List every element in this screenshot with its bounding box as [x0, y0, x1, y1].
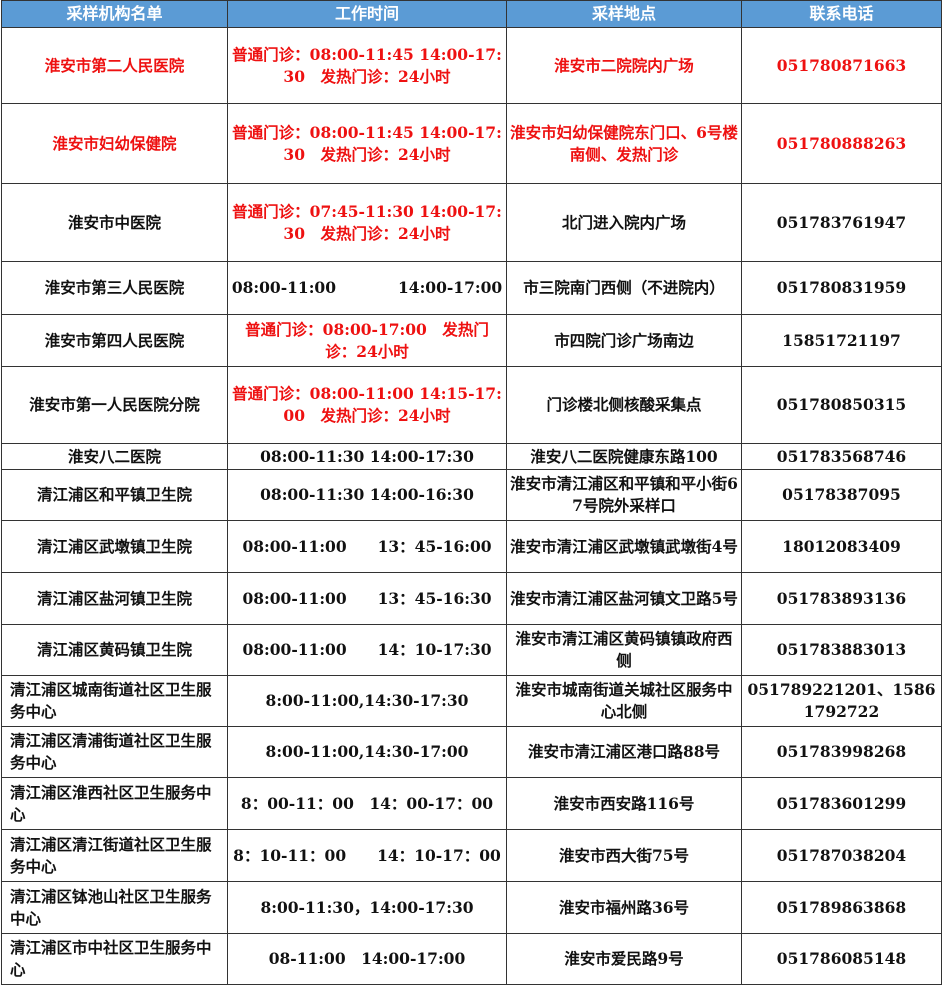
sampling-location: 淮安市妇幼保健院东门口、6号楼南侧、发热门诊	[506, 103, 742, 184]
contact-phone: 051780871663	[741, 27, 942, 104]
table-row: 淮安八二医院 08:00-11:30 14:00-17:30 淮安八二医院健康东…	[1, 443, 942, 470]
working-hours: 08:00-11:00 14：10-17:30	[227, 624, 507, 676]
table-row: 清江浦区和平镇卫生院 08:00-11:30 14:00-16:30 淮安市清江…	[1, 469, 942, 521]
header-location: 采样地点	[506, 0, 742, 28]
contact-phone: 051780888263	[741, 103, 942, 184]
working-hours: 普通门诊：07:45-11:30 14:00-17:30 发热门诊：24小时	[227, 183, 507, 262]
institution-name: 清江浦区清江街道社区卫生服务中心	[1, 829, 228, 882]
contact-phone: 051786085148	[741, 933, 942, 985]
institution-name: 淮安市第三人民医院	[1, 261, 228, 315]
institution-name: 淮安市中医院	[1, 183, 228, 262]
table-row: 淮安市第三人民医院 08:00-11:00 14:00-17:00 市三院南门西…	[1, 261, 942, 315]
contact-phone: 051789863868	[741, 881, 942, 934]
sampling-location: 淮安市二院院内广场	[506, 27, 742, 104]
working-hours: 08-11:00 14:00-17:00	[227, 933, 507, 985]
table-row: 清江浦区市中社区卫生服务中心 08-11:00 14:00-17:00 淮安市爱…	[1, 933, 942, 985]
working-hours: 8：10-11：00 14：10-17：00	[227, 829, 507, 882]
sampling-location: 市四院门诊广场南边	[506, 314, 742, 367]
institution-name: 清江浦区市中社区卫生服务中心	[1, 933, 228, 985]
table-row: 淮安市第二人民医院 普通门诊：08:00-11:45 14:00-17:30 发…	[1, 27, 942, 104]
institution-name: 淮安市第二人民医院	[1, 27, 228, 104]
working-hours: 08:00-11:00 14:00-17:00	[227, 261, 507, 315]
sampling-location: 淮安市清江浦区盐河镇文卫路5号	[506, 572, 742, 625]
sampling-location: 淮安八二医院健康东路100	[506, 443, 742, 470]
working-hours: 普通门诊：08:00-11:45 14:00-17:30 发热门诊：24小时	[227, 27, 507, 104]
institution-name: 清江浦区盐河镇卫生院	[1, 572, 228, 625]
table-row: 清江浦区清江街道社区卫生服务中心 8：10-11：00 14：10-17：00 …	[1, 829, 942, 882]
sampling-location: 淮安市西大街75号	[506, 829, 742, 882]
institution-name: 清江浦区钵池山社区卫生服务中心	[1, 881, 228, 934]
contact-phone: 051780850315	[741, 366, 942, 444]
table-row: 清江浦区黄码镇卫生院 08:00-11:00 14：10-17:30 淮安市清江…	[1, 624, 942, 676]
sampling-location: 淮安市爱民路9号	[506, 933, 742, 985]
institution-name: 淮安市妇幼保健院	[1, 103, 228, 184]
sampling-location: 淮安市福州路36号	[506, 881, 742, 934]
header-phone: 联系电话	[741, 0, 942, 28]
contact-phone: 051787038204	[741, 829, 942, 882]
contact-phone: 051783893136	[741, 572, 942, 625]
header-hours: 工作时间	[227, 0, 507, 28]
working-hours: 08:00-11:30 14:00-17:30	[227, 443, 507, 470]
contact-phone: 05178387095	[741, 469, 942, 521]
header-institution: 采样机构名单	[1, 0, 228, 28]
table-row: 淮安市第四人民医院 普通门诊：08:00-17:00 发热门诊：24小时 市四院…	[1, 314, 942, 367]
sampling-location: 淮安市清江浦区港口路88号	[506, 726, 742, 778]
institution-name: 清江浦区黄码镇卫生院	[1, 624, 228, 676]
institution-name: 清江浦区城南街道社区卫生服务中心	[1, 675, 228, 727]
working-hours: 08:00-11:30 14:00-16:30	[227, 469, 507, 521]
working-hours: 8:00-11:00,14:30-17:00	[227, 726, 507, 778]
table-row: 淮安市妇幼保健院 普通门诊：08:00-11:45 14:00-17:30 发热…	[1, 103, 942, 184]
contact-phone: 051789221201、15861792722	[741, 675, 942, 727]
institution-name: 清江浦区和平镇卫生院	[1, 469, 228, 521]
working-hours: 08:00-11:00 13：45-16:30	[227, 572, 507, 625]
institution-name: 清江浦区清浦街道社区卫生服务中心	[1, 726, 228, 778]
contact-phone: 051780831959	[741, 261, 942, 315]
working-hours: 普通门诊：08:00-11:00 14:15-17:00 发热门诊：24小时	[227, 366, 507, 444]
table-row: 淮安市中医院 普通门诊：07:45-11:30 14:00-17:30 发热门诊…	[1, 183, 942, 262]
contact-phone: 051783761947	[741, 183, 942, 262]
table-row: 清江浦区盐河镇卫生院 08:00-11:00 13：45-16:30 淮安市清江…	[1, 572, 942, 625]
working-hours: 普通门诊：08:00-11:45 14:00-17:30 发热门诊：24小时	[227, 103, 507, 184]
institution-name: 清江浦区武墩镇卫生院	[1, 520, 228, 573]
sampling-location: 淮安市城南街道关城社区服务中心北侧	[506, 675, 742, 727]
institution-name: 淮安市第一人民医院分院	[1, 366, 228, 444]
table-row: 淮安市第一人民医院分院 普通门诊：08:00-11:00 14:15-17:00…	[1, 366, 942, 444]
contact-phone: 051783883013	[741, 624, 942, 676]
contact-phone: 051783568746	[741, 443, 942, 470]
table-row: 清江浦区武墩镇卫生院 08:00-11:00 13：45-16:00 淮安市清江…	[1, 520, 942, 573]
institution-name: 淮安市第四人民医院	[1, 314, 228, 367]
institution-name: 清江浦区淮西社区卫生服务中心	[1, 777, 228, 830]
working-hours: 普通门诊：08:00-17:00 发热门诊：24小时	[227, 314, 507, 367]
sampling-location: 市三院南门西侧（不进院内）	[506, 261, 742, 315]
table-row: 清江浦区城南街道社区卫生服务中心 8:00-11:00,14:30-17:30 …	[1, 675, 942, 727]
institution-name: 淮安八二医院	[1, 443, 228, 470]
contact-phone: 051783601299	[741, 777, 942, 830]
working-hours: 08:00-11:00 13：45-16:00	[227, 520, 507, 573]
working-hours: 8：00-11：00 14：00-17：00	[227, 777, 507, 830]
sampling-location: 淮安市清江浦区和平镇和平小街67号院外采样口	[506, 469, 742, 521]
table-row: 清江浦区清浦街道社区卫生服务中心 8:00-11:00,14:30-17:00 …	[1, 726, 942, 778]
table-row: 清江浦区淮西社区卫生服务中心 8：00-11：00 14：00-17：00 淮安…	[1, 777, 942, 830]
header-row: 采样机构名单 工作时间 采样地点 联系电话	[1, 0, 942, 28]
sampling-location: 北门进入院内广场	[506, 183, 742, 262]
working-hours: 8:00-11:00,14:30-17:30	[227, 675, 507, 727]
sampling-location: 淮安市清江浦区武墩镇武墩街4号	[506, 520, 742, 573]
table-row: 清江浦区钵池山社区卫生服务中心 8:00-11:30，14:00-17:30 淮…	[1, 881, 942, 934]
sampling-location: 门诊楼北侧核酸采集点	[506, 366, 742, 444]
contact-phone: 18012083409	[741, 520, 942, 573]
sampling-location: 淮安市西安路116号	[506, 777, 742, 830]
working-hours: 8:00-11:30，14:00-17:30	[227, 881, 507, 934]
contact-phone: 15851721197	[741, 314, 942, 367]
sampling-location: 淮安市清江浦区黄码镇镇政府西侧	[506, 624, 742, 676]
contact-phone: 051783998268	[741, 726, 942, 778]
